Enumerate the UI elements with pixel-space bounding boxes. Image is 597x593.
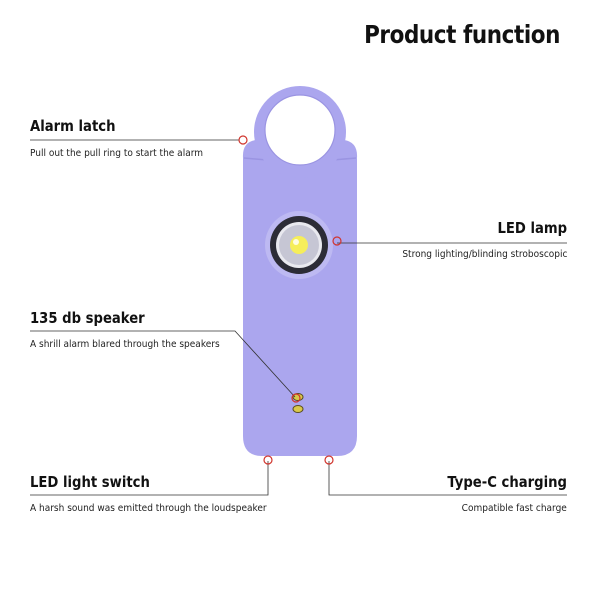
type-c-heading: Type-C charging [447,473,567,491]
callout-lines [30,139,567,496]
marker-led-switch [263,455,273,465]
callout-markers [238,135,342,465]
alarm-latch-description: Pull out the pull ring to start the alar… [30,148,204,159]
page-title: Product function [364,20,560,49]
led-lamp-heading: LED lamp [497,219,567,237]
alarm-device [242,86,358,456]
device-body [242,140,358,456]
marker-speaker [291,393,301,403]
marker-alarm-latch [238,135,248,145]
marker-led-lamp [332,236,342,246]
speaker-description: A shrill alarm blared through the speake… [30,339,220,350]
led-lamp-description: Strong lighting/blinding stroboscopic [401,249,567,260]
marker-type-c [324,455,334,465]
alarm-latch-heading: Alarm latch [30,117,116,135]
pull-ring [254,86,346,178]
led-switch-description: A harsh sound was emitted through the lo… [30,503,267,514]
led-lamp [265,211,333,279]
speaker-heading: 135 db speaker [30,309,145,327]
led-switch-heading: LED light switch [30,473,150,491]
type-c-description: Compatible fast charge [461,503,567,514]
